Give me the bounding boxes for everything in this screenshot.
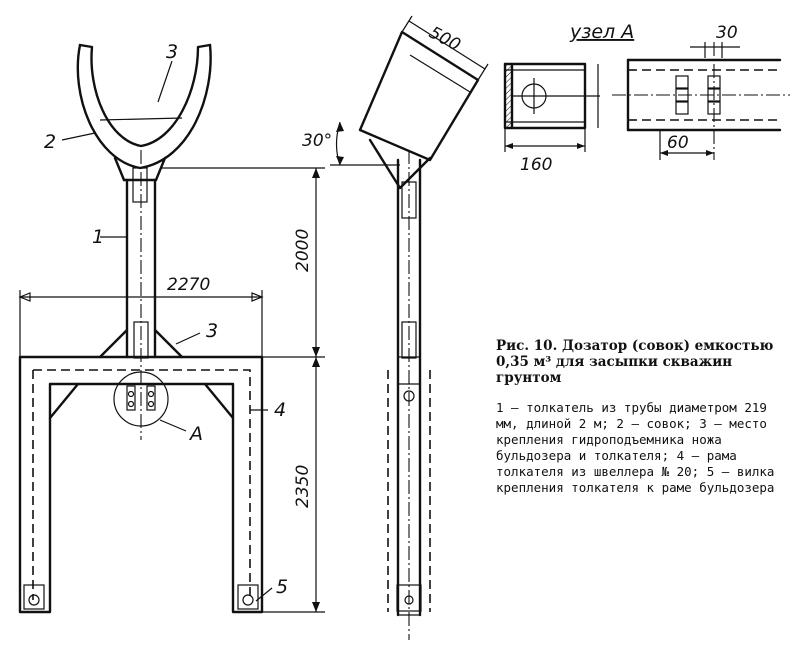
pusher-tube [125,150,157,440]
dim-node-channel-text: 160 [520,155,552,175]
dim-frame-height-text: 2350 [293,465,313,508]
side-view: 500 30° [302,15,489,640]
label-frame: 4 [274,399,286,421]
caption-title: Рис. 10. Дозатор (совок) емкостью 0,35 м… [496,338,774,386]
dim-node-offset-text: 60 [667,133,689,153]
node-a-detail: узел А [503,21,790,175]
dim-tilt-angle [330,121,400,166]
dim-heights [160,167,325,613]
dim-tilt-angle-text: 30° [302,131,332,151]
caption-legend: 1 — толкатель из трубы диаметром 219 мм,… [496,400,775,495]
dim-scoop-side [401,15,489,81]
front-view: 1 2 3 3 4 5 А 2270 2000 2350 [18,41,325,614]
node-title: узел А [569,21,634,43]
dim-frame-width-text: 2270 [167,275,210,295]
left-gusset [98,328,129,359]
dim-node-bolt-gap-text: 30 [716,23,738,43]
channel-section [503,62,600,152]
side-scoop [358,30,480,162]
right-gusset [153,328,184,359]
pusher-frame [18,355,264,614]
label-pusher: 1 [92,226,104,248]
figure-caption: Рис. 10. Дозатор (совок) емкостью 0,35 м… [496,338,786,496]
node-a-marker [113,371,187,432]
channel-plan [612,42,790,160]
label-mount-top: 3 [166,41,178,63]
label-scoop: 2 [44,131,56,153]
label-fork: 5 [276,576,288,598]
dim-frame-width [18,290,264,357]
label-mount-frame: 3 [206,320,218,342]
dim-pusher-height-text: 2000 [293,229,313,272]
label-node: А [188,423,203,445]
scoop [76,43,212,203]
